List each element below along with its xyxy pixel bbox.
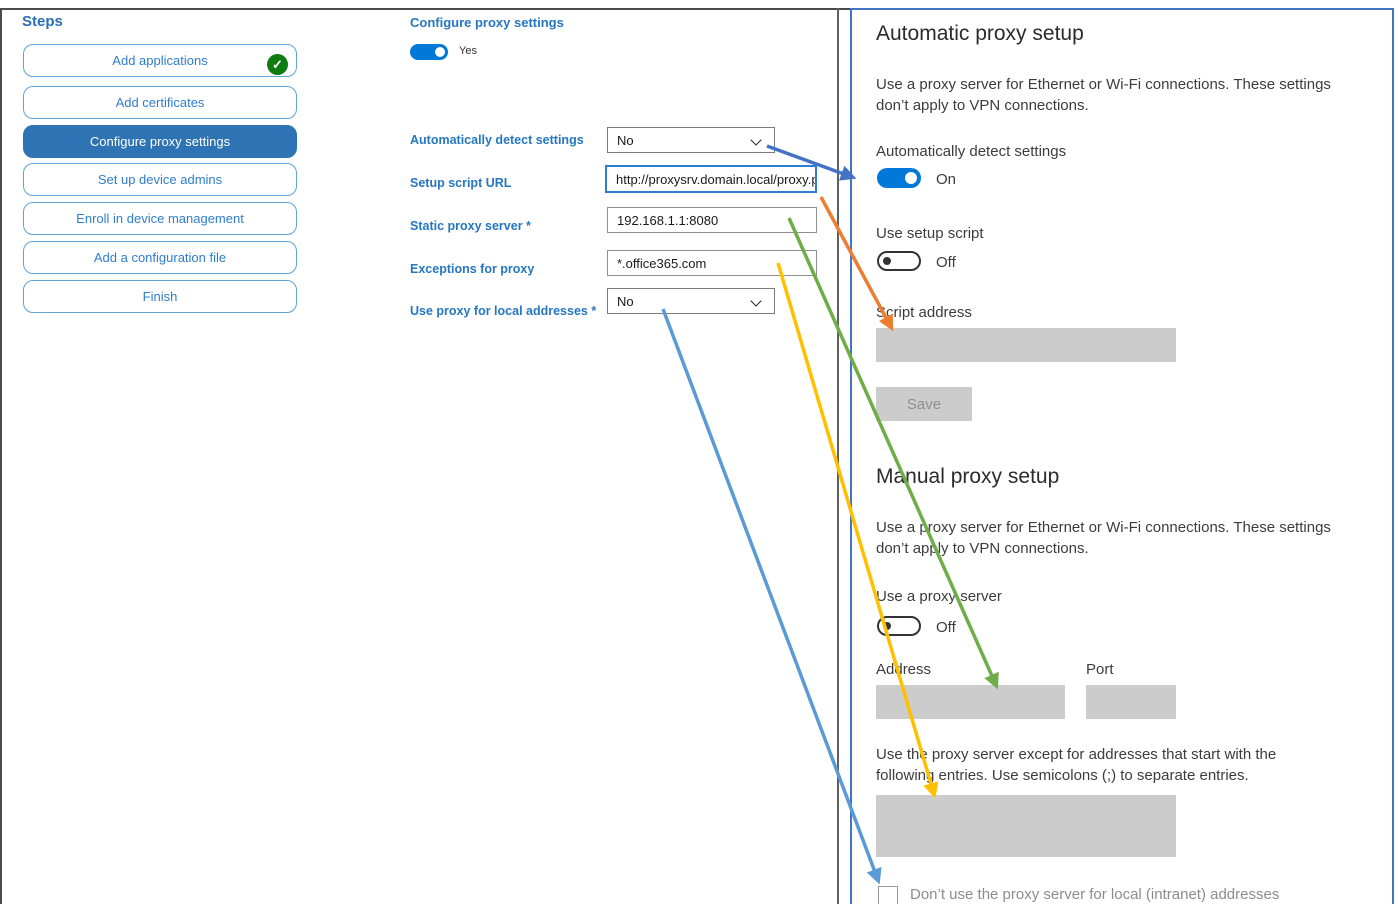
auto-detect-toggle-state: On xyxy=(936,171,957,188)
dropdown-value: No xyxy=(617,132,634,148)
use-setup-script-toggle-state: Off xyxy=(936,254,956,271)
proxy-exceptions-hint: Use the proxy server except for addresse… xyxy=(876,746,1277,784)
steps-title: Steps xyxy=(22,13,63,30)
field-label-use-proxy-local: Use proxy for local addresses * xyxy=(410,304,597,318)
step-button-add-applications[interactable]: Add applications xyxy=(23,44,297,77)
use-proxy-server-label: Use a proxy server xyxy=(876,588,1002,605)
step-button-enroll-in-device-management[interactable]: Enroll in device management xyxy=(23,202,297,235)
step-label: Configure proxy settings xyxy=(89,134,231,149)
step-label: Set up device admins xyxy=(97,172,223,187)
use-proxy-server-toggle[interactable] xyxy=(877,616,921,636)
exceptions-for-proxy-input[interactable] xyxy=(607,250,817,276)
step-label: Finish xyxy=(142,289,178,304)
window-frame-top xyxy=(0,8,852,10)
step-label: Add a configuration file xyxy=(93,250,227,265)
step-button-finish[interactable]: Finish xyxy=(23,280,297,313)
window-frame-left xyxy=(0,8,2,904)
use-proxy-server-toggle-state: Off xyxy=(936,619,956,636)
mapping-arrow-local-addresses xyxy=(661,308,882,885)
automatic-proxy-description: Use a proxy server for Ethernet or Wi-Fi… xyxy=(876,76,1331,114)
use-setup-script-toggle[interactable] xyxy=(877,251,921,271)
address-label: Address xyxy=(876,661,932,678)
chevron-down-icon xyxy=(750,134,762,146)
auto-detect-settings-label: Automatically detect settings xyxy=(876,143,1067,160)
step-label: Add certificates xyxy=(115,95,205,110)
script-address-field[interactable] xyxy=(876,328,1176,362)
completed-check-icon: ✓ xyxy=(267,54,288,75)
use-proxy-local-dropdown[interactable]: No xyxy=(607,288,775,314)
proxy-exceptions-field[interactable] xyxy=(876,795,1176,857)
auto-detect-settings-toggle[interactable] xyxy=(877,168,921,188)
auto-detect-dropdown[interactable]: No xyxy=(607,127,775,153)
step-label: Enroll in device management xyxy=(76,211,244,226)
page-title: Configure proxy settings xyxy=(410,15,564,30)
chevron-down-icon xyxy=(750,295,762,307)
manual-proxy-setup-heading: Manual proxy setup xyxy=(876,465,1060,488)
configure-proxy-toggle-state: Yes xyxy=(459,45,477,57)
automatic-proxy-setup-heading: Automatic proxy setup xyxy=(876,22,1084,45)
local-intranet-checkbox-label: Don’t use the proxy server for local (in… xyxy=(910,886,1280,903)
step-button-configure-proxy-settings[interactable]: Configure proxy settings xyxy=(23,125,297,158)
field-label-auto-detect: Automatically detect settings xyxy=(410,133,584,147)
field-label-exceptions-for-proxy: Exceptions for proxy xyxy=(410,262,535,276)
setup-script-url-input[interactable] xyxy=(605,165,817,193)
step-button-add-a-configuration-file[interactable]: Add a configuration file xyxy=(23,241,297,274)
port-label: Port xyxy=(1086,661,1114,678)
step-button-set-up-device-admins[interactable]: Set up device admins xyxy=(23,163,297,196)
field-label-setup-script-url: Setup script URL xyxy=(410,176,512,190)
use-setup-script-label: Use setup script xyxy=(876,225,984,242)
field-label-static-proxy-server: Static proxy server * xyxy=(410,219,531,233)
configure-proxy-toggle[interactable] xyxy=(410,44,448,60)
local-intranet-checkbox[interactable] xyxy=(878,886,898,904)
step-button-add-certificates[interactable]: Add certificates xyxy=(23,86,297,119)
manual-proxy-description: Use a proxy server for Ethernet or Wi-Fi… xyxy=(876,519,1331,557)
dropdown-value: No xyxy=(617,293,634,309)
proxy-port-field[interactable] xyxy=(1086,685,1176,719)
step-label: Add applications xyxy=(112,53,208,68)
proxy-address-field[interactable] xyxy=(876,685,1065,719)
static-proxy-server-input[interactable] xyxy=(607,207,817,233)
pane-divider xyxy=(837,8,839,904)
script-address-label: Script address xyxy=(876,304,972,321)
save-button[interactable]: Save xyxy=(876,387,972,421)
